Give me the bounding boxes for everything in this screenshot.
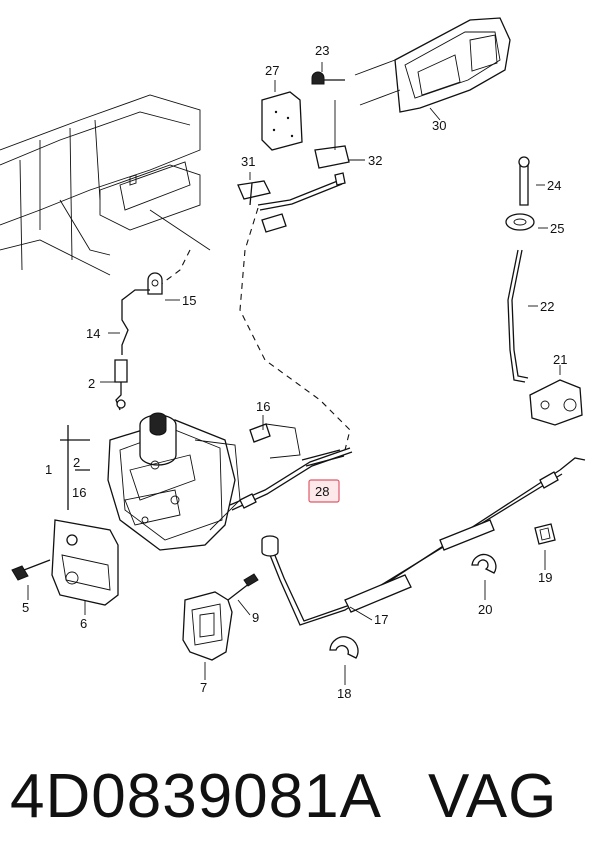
- callout-25: 25: [550, 221, 564, 236]
- callout-24: 24: [547, 178, 561, 193]
- callout-9: 9: [252, 610, 259, 625]
- callout-31: 31: [241, 154, 255, 169]
- callout-27: 27: [265, 63, 279, 78]
- callout-21: 21: [553, 352, 567, 367]
- clip-20: [471, 553, 497, 574]
- callout-30: 30: [432, 118, 446, 133]
- rod-assembly-14: [114, 249, 191, 411]
- clip-31: [237, 180, 271, 206]
- foam-pad-27: [261, 91, 303, 151]
- callout-32: 32: [368, 153, 382, 168]
- callout-16: 16: [256, 399, 270, 414]
- cable-17: [261, 457, 586, 626]
- callout-1: 1: [45, 462, 52, 477]
- callout-17: 17: [374, 612, 388, 627]
- door-frame-illustration: [0, 94, 211, 276]
- callout-2: 2: [88, 376, 95, 391]
- callout-2-lock: 2: [73, 455, 80, 470]
- cable-28: [229, 207, 353, 511]
- callout-28-highlight: [308, 479, 340, 503]
- door-lock-unit: [60, 412, 241, 551]
- clip-16: [249, 423, 301, 459]
- callout-labels: 1 2 16 2 5 6 7 9 14 15 16 17 18 19 20 21…: [22, 43, 567, 701]
- callout-5: 5: [22, 600, 29, 615]
- cable-top: [257, 172, 346, 233]
- callout-23: 23: [315, 43, 329, 58]
- actuator-21: [529, 379, 583, 426]
- screw-5: [11, 559, 51, 581]
- exploded-parts-diagram: 1 2 16 2 5 6 7 9 14 15 16 17 18 19 20 21…: [0, 17, 586, 701]
- callout-18: 18: [337, 686, 351, 701]
- callout-7: 7: [200, 680, 207, 695]
- footer: 4D0839081A VAG: [0, 752, 600, 842]
- callout-22: 22: [540, 299, 554, 314]
- striker-plate-7: [182, 591, 233, 661]
- callout-20: 20: [478, 602, 492, 617]
- callout-6: 6: [80, 616, 87, 631]
- callout-16-lock: 16: [72, 485, 86, 500]
- callout-19: 19: [538, 570, 552, 585]
- grommet-25: [505, 213, 535, 231]
- callout-15: 15: [182, 293, 196, 308]
- screw-23: [311, 71, 345, 85]
- inner-handle-30: [354, 17, 511, 113]
- bracket-6: [51, 519, 119, 606]
- clip-18: [329, 636, 359, 659]
- screw-9: [227, 573, 259, 601]
- lock-button-24: [518, 156, 530, 206]
- rod-22: [507, 249, 529, 383]
- part-number: 4D0839081A: [10, 762, 382, 831]
- clip-32: [314, 100, 350, 169]
- callout-14: 14: [86, 326, 100, 341]
- brand-label: VAG: [428, 762, 558, 831]
- clip-19: [534, 523, 556, 545]
- callout-28: 28: [315, 484, 329, 499]
- leader-lines: [27, 62, 561, 685]
